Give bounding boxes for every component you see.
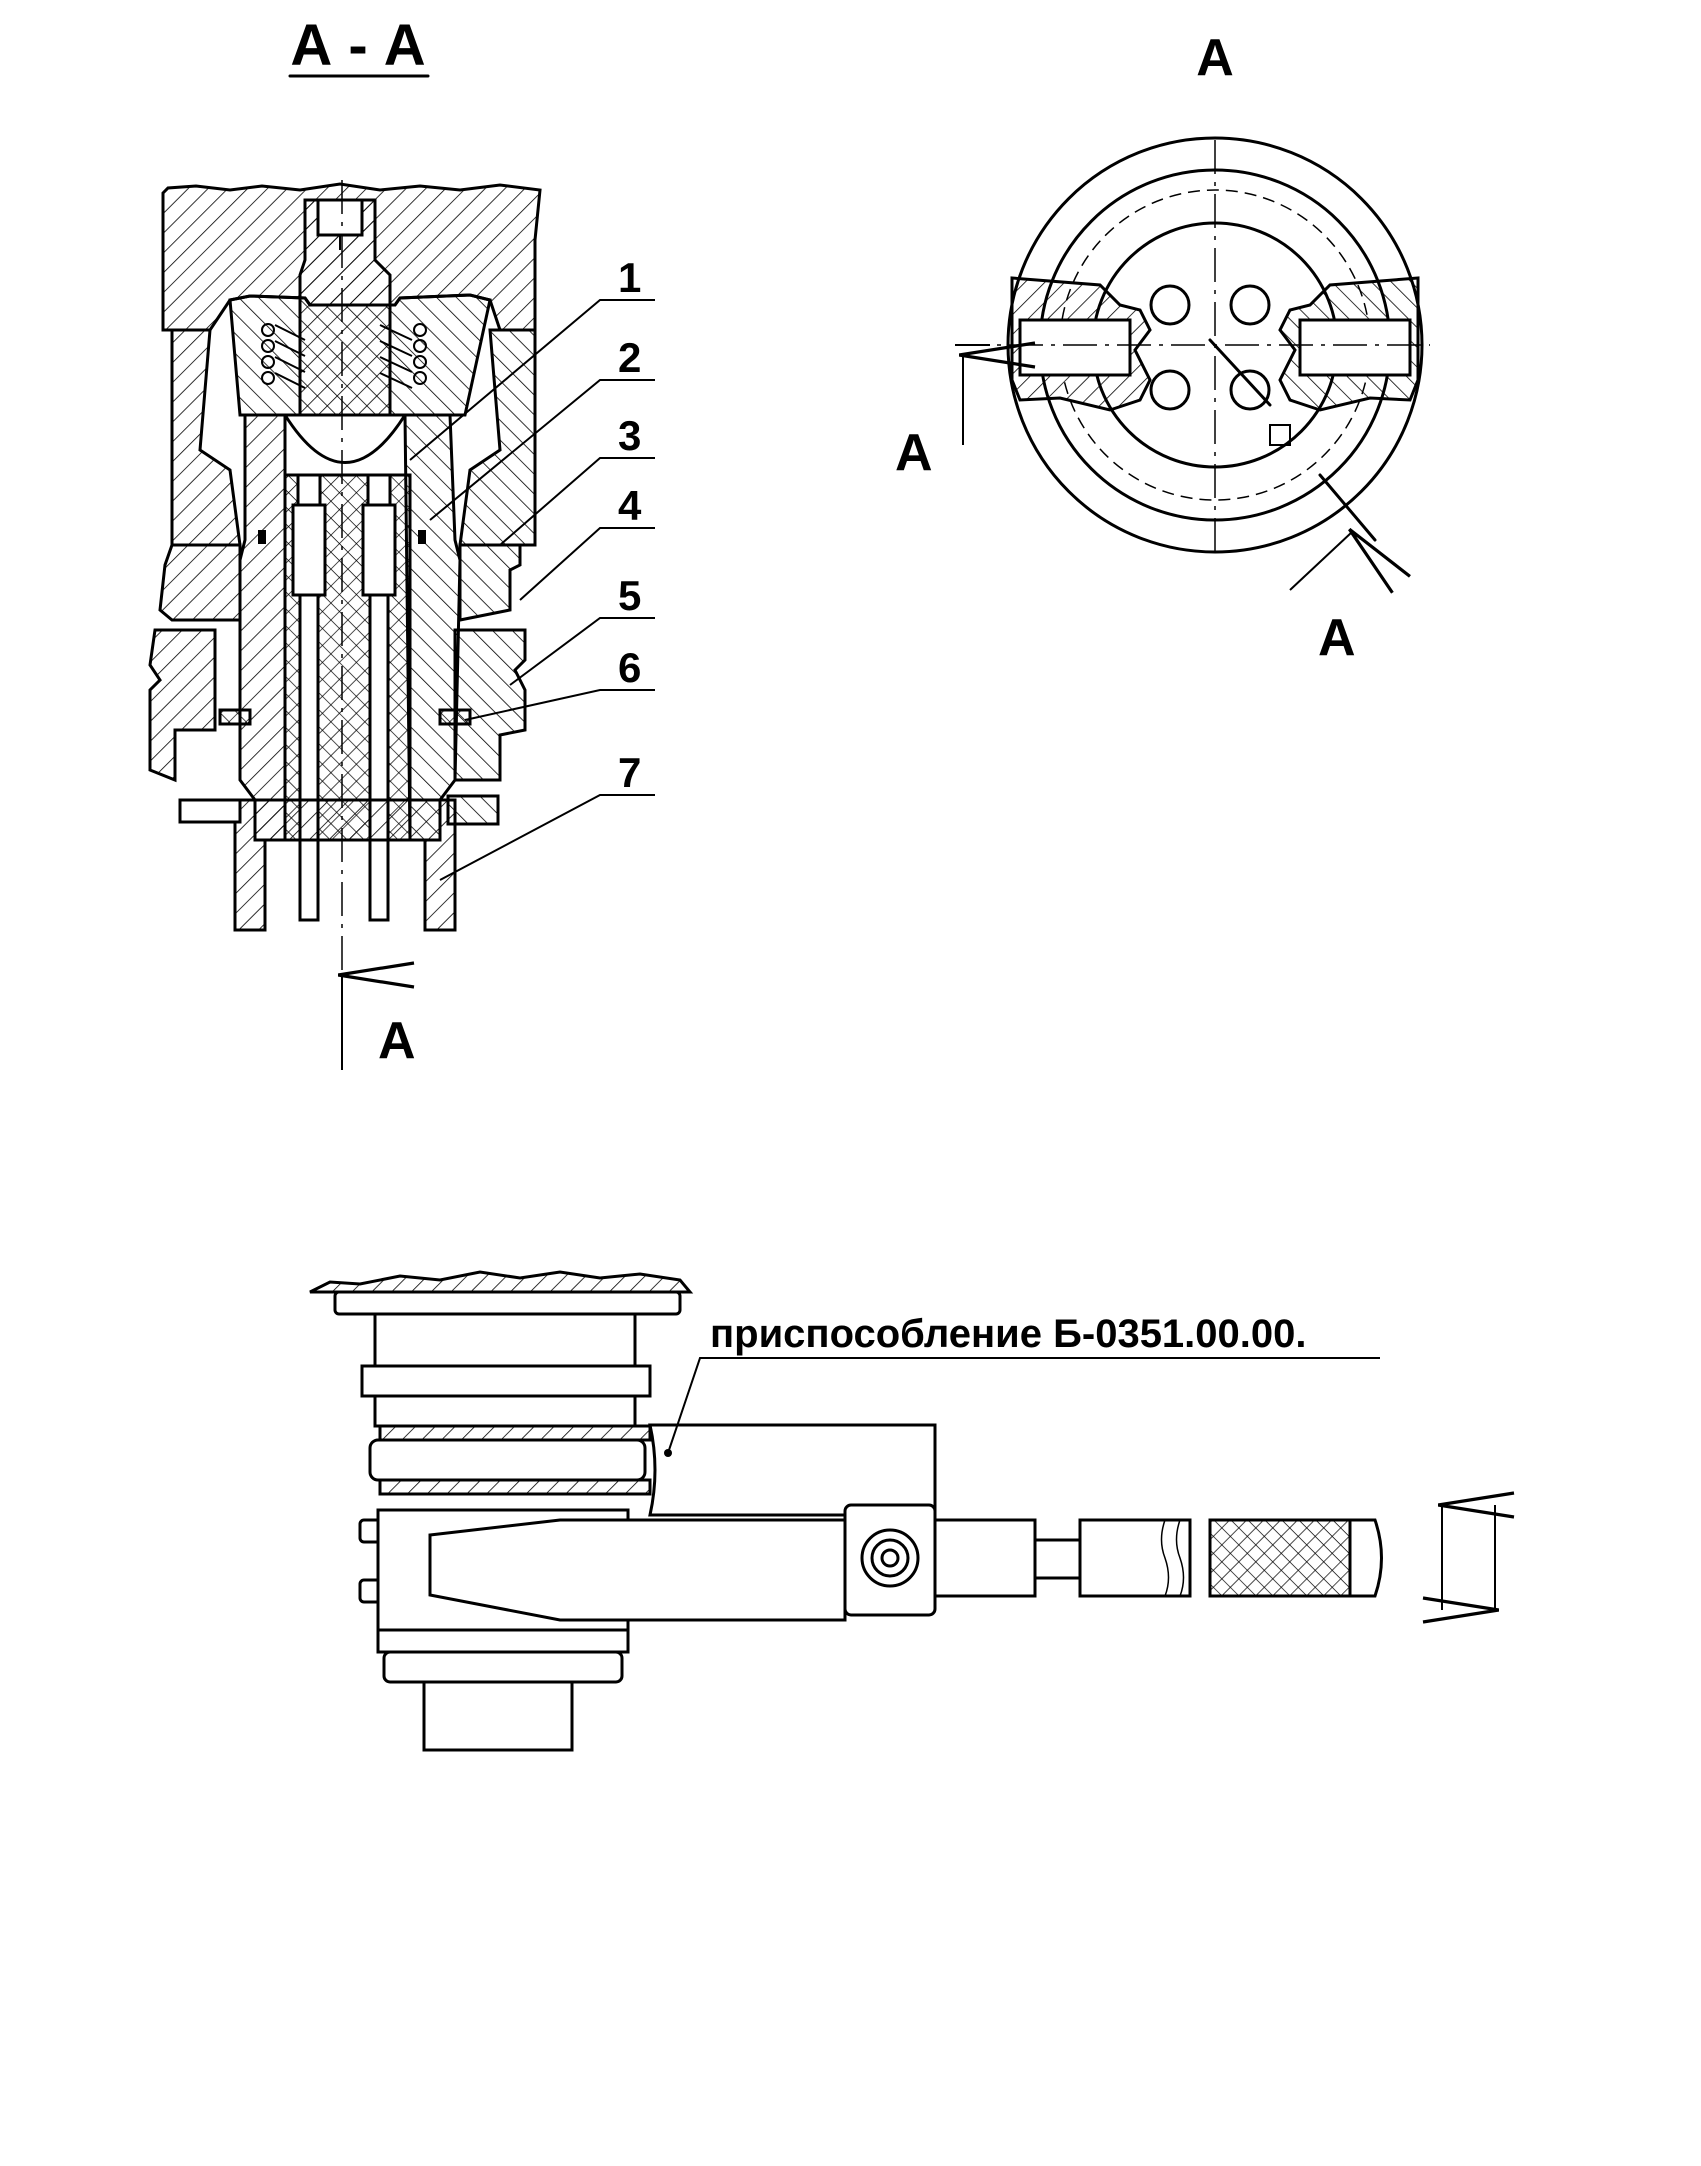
connector-ring-6 bbox=[382, 1650, 624, 1684]
key-mark bbox=[1269, 424, 1291, 446]
seal-ring-right bbox=[418, 530, 426, 544]
part-number-1: 1 bbox=[618, 254, 641, 301]
inner-sleeve-left bbox=[238, 413, 287, 842]
handle-break bbox=[1160, 1519, 1185, 1597]
end-view-label: А bbox=[1196, 29, 1234, 87]
pivot-inner bbox=[880, 1548, 900, 1568]
stem-socket bbox=[316, 198, 364, 237]
part-number-3: 3 bbox=[618, 412, 641, 459]
inner-sleeve-right bbox=[403, 413, 462, 842]
ball-seat bbox=[282, 413, 408, 464]
wrench-grip bbox=[1208, 1518, 1352, 1598]
wrench-pivot-block bbox=[843, 1503, 937, 1617]
pivot-outer bbox=[860, 1528, 920, 1588]
latch-pin-left bbox=[1018, 318, 1132, 377]
connector-ring-2 bbox=[378, 1424, 652, 1442]
fixture-view: приспособление Б-0351.00.00. bbox=[309, 1270, 1495, 1752]
section-title: А - А bbox=[290, 13, 425, 78]
part-number-4: 4 bbox=[618, 482, 642, 529]
connector-body-top bbox=[373, 1312, 637, 1368]
connector-ring-5 bbox=[376, 1628, 630, 1654]
part-number-7: 7 bbox=[618, 749, 641, 796]
connector-ring-4 bbox=[378, 1478, 652, 1496]
part-leaders bbox=[409, 299, 655, 881]
locking-pin bbox=[178, 798, 242, 824]
wrench-shaft-2 bbox=[1078, 1518, 1192, 1598]
cut-label-right: А bbox=[1318, 609, 1356, 667]
bottom-shell bbox=[233, 798, 457, 932]
latch-pin-right bbox=[1298, 318, 1412, 377]
section-view: А - А bbox=[148, 13, 655, 1070]
part-number-5: 5 bbox=[618, 572, 641, 619]
seal-ring-left bbox=[258, 530, 266, 544]
caption-leader bbox=[667, 1357, 1380, 1454]
wrench-jaw bbox=[428, 1518, 847, 1622]
coupling-nut-left bbox=[148, 628, 217, 783]
fixture-clamp bbox=[648, 1423, 937, 1517]
fixture-caption: приспособление Б-0351.00.00. bbox=[710, 1312, 1307, 1356]
part-number-6: 6 bbox=[618, 644, 641, 691]
connector-tail bbox=[422, 1680, 574, 1752]
section-cut-line bbox=[1208, 338, 1272, 407]
pivot-mid bbox=[870, 1538, 910, 1578]
wrench-grip-end bbox=[1348, 1518, 1383, 1598]
seal-gasket-right bbox=[438, 708, 472, 726]
contact-hole-2 bbox=[1229, 284, 1271, 326]
bottom-ring bbox=[446, 794, 500, 826]
panel-break bbox=[309, 1270, 694, 1294]
cut-label-left: А bbox=[895, 424, 933, 482]
contact-hole-4 bbox=[1229, 369, 1271, 411]
part-number-2: 2 bbox=[618, 334, 641, 381]
contact-hole-3 bbox=[1149, 369, 1191, 411]
cut-arrow-right bbox=[1289, 532, 1352, 590]
connector-ring-1 bbox=[360, 1364, 652, 1398]
flange-left bbox=[158, 543, 242, 622]
view-arrow-label: А bbox=[378, 1012, 416, 1070]
wrench-shaft-neck bbox=[1033, 1538, 1082, 1580]
connector-body-mid bbox=[373, 1394, 637, 1428]
seal-gasket-left bbox=[218, 708, 252, 726]
flange-right bbox=[458, 543, 522, 622]
outer-body-left bbox=[170, 328, 242, 547]
contact-hole-1 bbox=[1149, 284, 1191, 326]
wrench-shaft-1 bbox=[933, 1518, 1037, 1598]
connector-ring-3 bbox=[368, 1438, 647, 1482]
end-view: А А А bbox=[895, 29, 1430, 667]
panel-flange bbox=[333, 1290, 682, 1316]
coupling-nut-right bbox=[453, 628, 527, 782]
